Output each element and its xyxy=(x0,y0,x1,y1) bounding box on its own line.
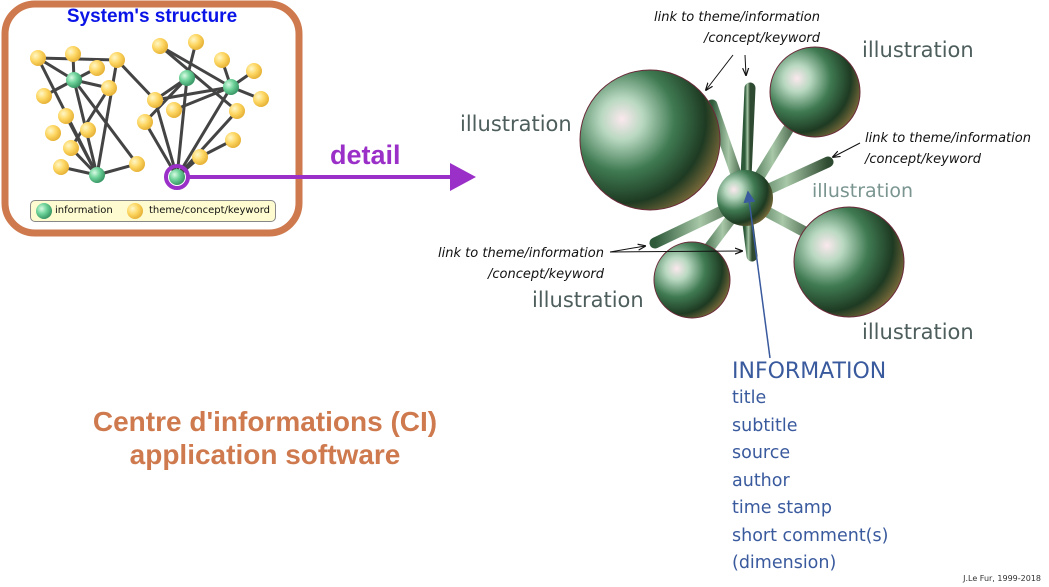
theme-node xyxy=(229,103,245,119)
structure-legend: information theme/concept/keyword xyxy=(30,200,276,222)
link-line: /concept/keyword xyxy=(865,152,981,167)
network-edge xyxy=(95,59,119,176)
theme-node xyxy=(101,80,117,96)
network-edge xyxy=(159,44,238,113)
information-field: time stamp xyxy=(732,498,832,518)
information-field: title xyxy=(732,388,767,408)
theme-node xyxy=(147,92,163,108)
caption: Centre d'informations (CI) application s… xyxy=(40,405,490,471)
network-edge xyxy=(175,86,233,178)
theme-node xyxy=(63,140,79,156)
detail-label: detail xyxy=(330,140,401,170)
theme-node xyxy=(30,50,46,66)
link-line: /concept/keyword xyxy=(488,267,604,282)
link-line: link to theme/information xyxy=(654,10,820,25)
theme-node xyxy=(89,60,105,76)
illustration-label: illustration xyxy=(532,288,644,312)
legend-information: information xyxy=(55,205,113,216)
link-label-top: link to theme/information /concept/keywo… xyxy=(654,7,820,49)
theme-node xyxy=(45,125,61,141)
theme-node xyxy=(253,91,269,107)
information-fields: title subtitle source author time stamp short… xyxy=(732,385,888,578)
detail-arrowhead xyxy=(450,163,476,191)
information-node xyxy=(169,169,185,185)
theme-node xyxy=(80,122,96,138)
link-arrows xyxy=(609,54,861,252)
information-field: source xyxy=(732,443,791,463)
network-edge xyxy=(173,85,232,112)
information-field: (dimension) xyxy=(732,553,837,573)
caption-line: Centre d'informations (CI) xyxy=(92,406,438,437)
theme-node xyxy=(36,88,52,104)
caption-line: application software xyxy=(129,439,401,470)
network-edge xyxy=(69,87,111,149)
link-line: link to theme/information xyxy=(438,246,604,261)
illustration-label: illustration xyxy=(862,320,974,344)
theme-node xyxy=(152,38,168,54)
theme-node xyxy=(53,159,69,175)
information-node xyxy=(223,79,239,95)
information-node xyxy=(179,70,195,86)
network-edge xyxy=(175,109,239,179)
network-edge xyxy=(159,44,232,89)
theme-node xyxy=(246,63,262,79)
information-title: INFORMATION xyxy=(732,359,887,384)
illustration-label: illustration xyxy=(460,112,572,136)
theme-node xyxy=(214,52,230,68)
information-field: subtitle xyxy=(732,415,798,436)
network-edge xyxy=(175,77,189,178)
illustration-label: illustration xyxy=(812,180,914,202)
information-node xyxy=(66,72,82,88)
network-edge xyxy=(115,58,157,102)
information-field: short comment(s) xyxy=(732,525,889,546)
link-label-left: link to theme/information /concept/keywo… xyxy=(422,243,604,285)
theme-node xyxy=(188,34,204,50)
theme-node xyxy=(109,52,125,68)
theme-node xyxy=(166,102,182,118)
network-nodes xyxy=(30,34,269,185)
network-edge xyxy=(72,79,139,165)
credit: J.Le Fur, 1999-2018 xyxy=(963,574,1041,583)
information-field: author xyxy=(732,470,790,491)
structure-title: System's structure xyxy=(66,6,238,27)
theme-node xyxy=(58,108,74,124)
theme-node xyxy=(192,149,208,165)
molecule xyxy=(579,46,905,319)
information-arrow xyxy=(743,190,771,359)
theme-node xyxy=(137,114,153,130)
link-label-right: link to theme/information /concept/keywo… xyxy=(865,128,1031,170)
theme-node xyxy=(129,156,145,172)
legend-theme: theme/concept/keyword xyxy=(149,205,271,216)
network-edge xyxy=(154,85,232,102)
illustration-label: illustration xyxy=(862,38,974,62)
link-line: link to theme/information xyxy=(865,131,1031,146)
network-edge xyxy=(64,115,99,176)
theme-node xyxy=(65,46,81,62)
information-node xyxy=(89,167,105,183)
theme-node xyxy=(225,132,241,148)
network-edge xyxy=(153,99,179,178)
link-line: /concept/keyword xyxy=(704,31,820,46)
network-edge xyxy=(143,76,189,124)
